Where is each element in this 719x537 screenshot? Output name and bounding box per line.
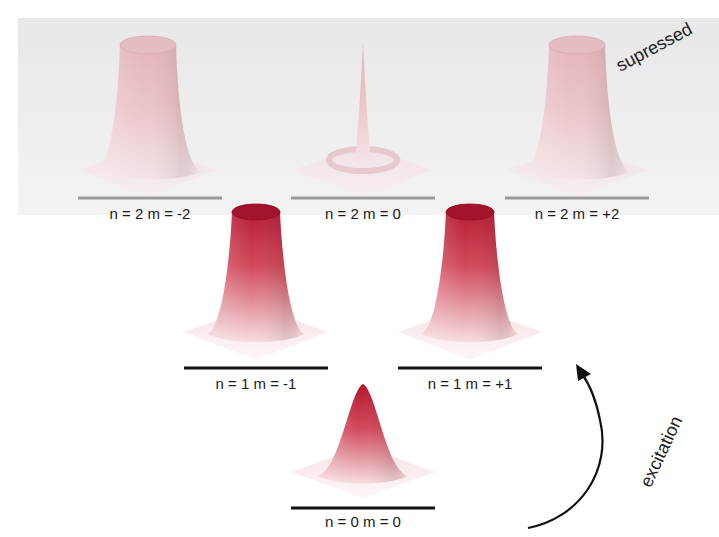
- mode-label: n = 1 m = +1: [428, 376, 513, 393]
- energy-level: [291, 197, 435, 200]
- energy-level: [398, 367, 542, 370]
- energy-level: [78, 197, 222, 200]
- mode-label: n = 2 m = +2: [535, 206, 620, 223]
- mode-plot: [184, 204, 328, 360]
- mode-plot: [291, 384, 435, 498]
- mode-label: n = 1 m = -1: [216, 376, 297, 393]
- arrow-head: [576, 364, 591, 381]
- energy-level: [184, 367, 328, 370]
- energy-level: [291, 507, 435, 510]
- mode-plot: [398, 204, 542, 360]
- excitation-arrow: [528, 374, 603, 528]
- mode-plot: [78, 36, 218, 196]
- mode-label: n = 0 m = 0: [325, 514, 401, 531]
- mode-plot: [293, 42, 433, 196]
- suppressed-band: [18, 18, 719, 215]
- energy-level: [505, 197, 649, 200]
- annotation-text: excitation: [637, 413, 687, 490]
- mode-label: n = 2 m = 0: [325, 206, 401, 223]
- mode-label: n = 2 m = -2: [110, 206, 191, 223]
